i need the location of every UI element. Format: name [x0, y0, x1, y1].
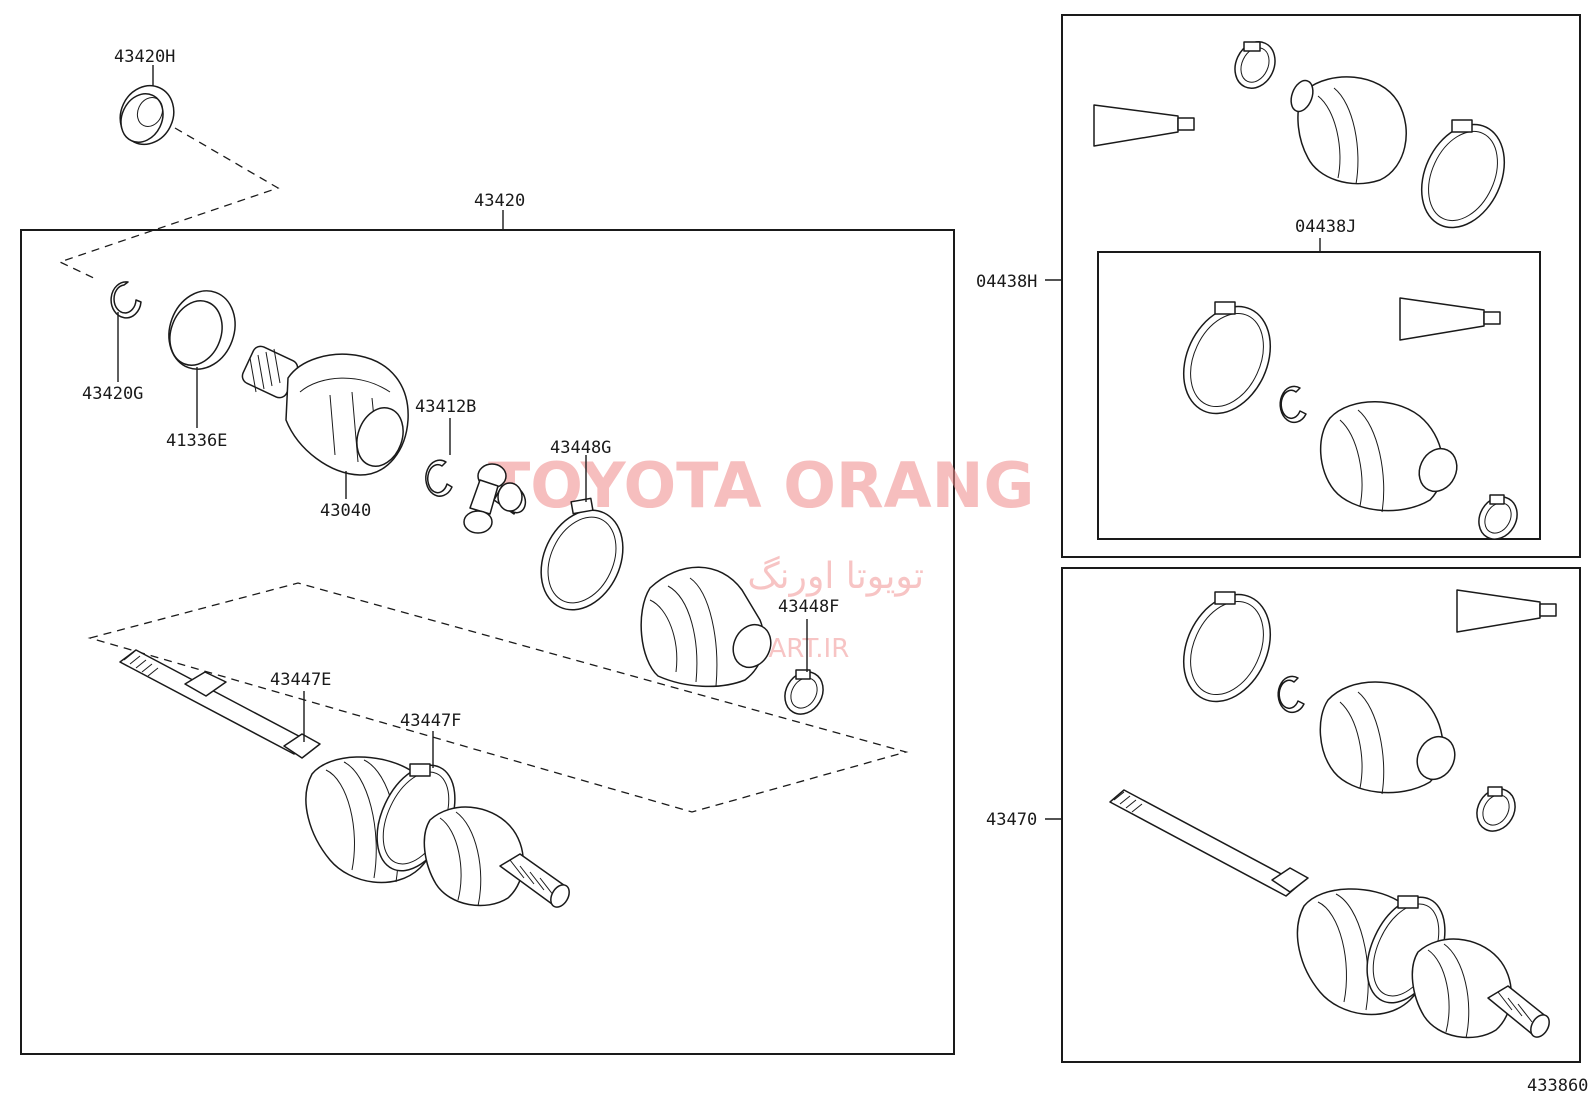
watermark-brand: TOYOTA ORANG	[488, 449, 1034, 522]
dash-43420H	[58, 127, 280, 281]
callout-43447F[interactable]: 43447F	[400, 711, 461, 731]
callout-43448G[interactable]: 43448G	[550, 438, 611, 458]
watermark-persian: تویوتا اورنگ	[747, 555, 924, 597]
snap-ring-icon[interactable]	[1279, 385, 1307, 424]
kit-frame-04438J	[1097, 251, 1541, 540]
callout-43447E[interactable]: 43447E	[270, 670, 331, 690]
cv-boot-icon[interactable]	[1320, 401, 1464, 513]
callout-04438J[interactable]: 04438J	[1295, 217, 1356, 237]
boot-clamp-icon[interactable]	[1471, 490, 1524, 546]
inner-snap-ring-icon[interactable]	[425, 459, 453, 497]
callout-43412B[interactable]: 43412B	[415, 397, 476, 417]
callout-43040[interactable]: 43040	[320, 501, 371, 521]
drive-shaft-icon[interactable]	[1109, 789, 1553, 1040]
callout-41336E[interactable]: 41336E	[166, 431, 227, 451]
drive-shaft-icon[interactable]	[119, 649, 573, 910]
grease-tube-icon[interactable]	[1456, 589, 1557, 633]
small-boot-clamp-icon[interactable]	[777, 665, 830, 721]
callout-43420G[interactable]: 43420G	[82, 384, 143, 404]
callout-43448F[interactable]: 43448F	[778, 597, 839, 617]
callout-43420[interactable]: 43420	[474, 191, 525, 211]
grease-tube-icon[interactable]	[1093, 104, 1195, 147]
callout-43420H[interactable]: 43420H	[114, 47, 175, 67]
cv-boot-icon[interactable]	[1287, 76, 1407, 185]
dash-shaft-region	[87, 582, 909, 813]
callout-43470[interactable]: 43470	[986, 810, 1037, 830]
boot-clamp-icon[interactable]	[1469, 782, 1522, 838]
snap-ring-icon[interactable]	[110, 281, 142, 319]
large-boot-clamp-icon[interactable]	[1167, 292, 1287, 427]
figure-number: 433860	[1527, 1076, 1588, 1096]
assembly-frame-43420	[20, 229, 955, 1055]
dust-seal-icon[interactable]	[158, 281, 246, 378]
cv-boot-icon[interactable]	[640, 566, 777, 688]
boot-clamp-icon[interactable]	[1228, 35, 1283, 95]
kit-frame-04438H	[1061, 14, 1581, 558]
joint-housing-icon[interactable]	[240, 344, 411, 476]
callout-04438H[interactable]: 04438H	[976, 272, 1037, 292]
tripod-spider-icon[interactable]	[463, 463, 529, 534]
assembly-frame-43470	[1061, 567, 1581, 1063]
oil-seal-icon[interactable]	[111, 77, 183, 153]
grease-tube-icon[interactable]	[1399, 297, 1501, 341]
large-boot-clamp-icon[interactable]	[1406, 111, 1521, 241]
large-boot-clamp-icon[interactable]	[526, 497, 639, 623]
cv-boot-icon[interactable]	[1319, 681, 1461, 795]
large-boot-clamp-icon[interactable]	[1167, 580, 1287, 715]
snap-ring-icon[interactable]	[1277, 675, 1305, 714]
